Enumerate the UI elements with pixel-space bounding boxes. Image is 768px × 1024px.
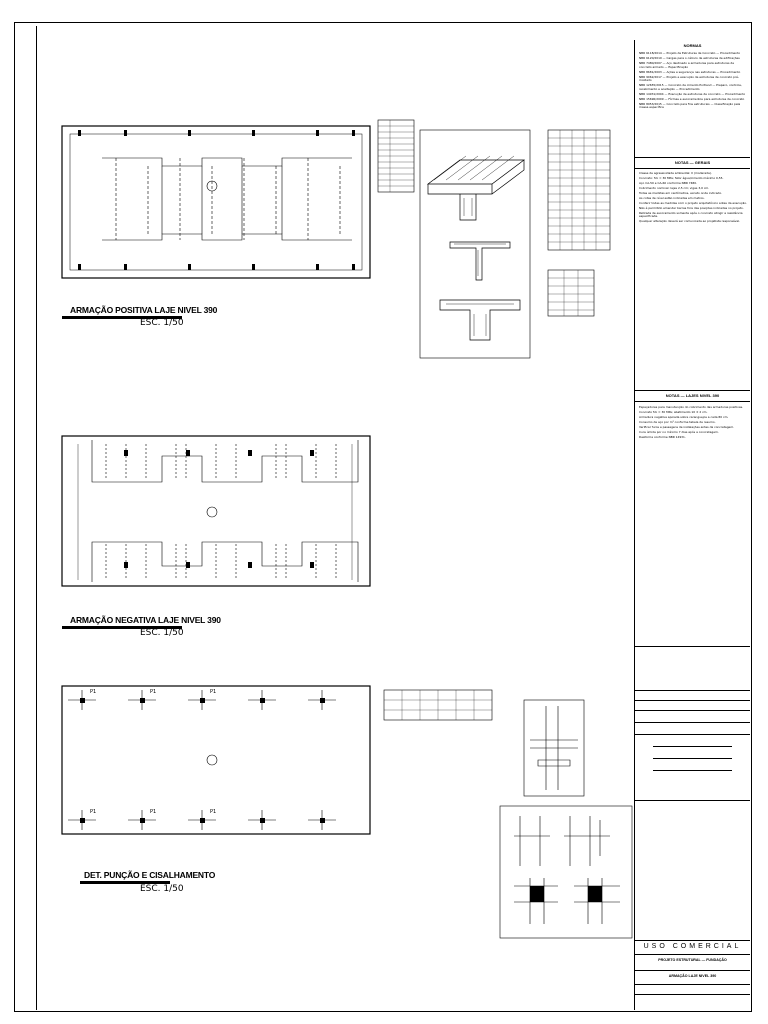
list-item: Classe de agressividade ambiental: II (m… <box>639 171 712 175</box>
negative-title: ARMAÇÃO NEGATIVA LAJE NIVEL 390 <box>70 615 221 625</box>
slab-notes-header: NOTAS — LAJES NIVEL 390 <box>665 393 720 398</box>
norms-list: NBR 6118/2014 — Projeto de Estruturas de… <box>639 51 747 111</box>
list-item: NBR 6120/2019 — Cargas para o cálculo de… <box>639 55 740 60</box>
divider <box>635 646 750 647</box>
punching-section-detail <box>523 699 585 797</box>
list-item: NBR 7480/2007 — Aço destinado a armadura… <box>639 60 734 69</box>
list-item: Qualquer alteração deverá ser comunicada… <box>639 219 740 224</box>
punching-title: DET. PUNÇÃO E CISALHAMENTO <box>84 870 216 880</box>
list-item: Verificar furos e passagens de instalaçõ… <box>639 424 735 429</box>
list-item: NBR 12655/2015 — Concreto de cimento Por… <box>639 83 742 91</box>
drawing-sheet-frame <box>14 22 752 1012</box>
side-notes-panel: NORMAS NBR 6118/2014 — Projeto de Estrut… <box>634 40 750 1010</box>
divider <box>635 710 750 711</box>
steel-summary-table <box>547 269 595 317</box>
list-item: NBR 8681/2003 — Ações e segurança nas es… <box>639 69 741 74</box>
divider <box>635 984 750 985</box>
divider <box>635 168 750 169</box>
divider <box>653 746 732 747</box>
pillar-label: P1 <box>150 809 157 815</box>
negative-slab-plan <box>61 435 371 587</box>
list-item: Retirada de escoramento somente após o c… <box>639 210 743 219</box>
positive-title-underline <box>62 316 182 319</box>
divider <box>635 954 750 955</box>
list-item: Consumo de aço por m² conforme tabela de… <box>639 419 716 424</box>
positive-slab-plan <box>61 125 371 279</box>
list-item: Aço CA-50 e CA-60 conforme NBR 7480. <box>639 180 698 185</box>
punching-scale: ESC. 1/50 <box>140 884 184 894</box>
divider <box>635 940 750 941</box>
list-item: As cotas de nível estão indicadas em met… <box>639 195 705 200</box>
list-item: NBR 8953/2015 — Concreto para fins estru… <box>639 101 741 110</box>
list-item: NBR 9062/2017 — Projeto e execução de es… <box>639 74 739 83</box>
divider <box>635 690 750 691</box>
shear-stud-detail <box>499 805 633 939</box>
negative-scale: ESC. 1/50 <box>140 628 184 638</box>
divider <box>653 770 732 771</box>
divider <box>635 401 750 402</box>
divider <box>635 994 750 995</box>
project-name: PROJETO ESTRUTURAL — FUNDAÇÃO <box>658 958 727 962</box>
list-item: Todas as medidas em centímetros, exceto … <box>639 190 722 195</box>
company-name: USO COMERCIAL <box>643 943 742 950</box>
list-item: Armadura negativa apoiada sobre carangue… <box>639 414 729 419</box>
pillar-label: P1 <box>210 809 217 815</box>
divider <box>635 970 750 971</box>
divider <box>635 700 750 701</box>
pillar-label: P1 <box>90 689 97 695</box>
divider <box>635 722 750 723</box>
list-item: Cobrimento nominal: lajes 2,5 cm; vigas … <box>639 185 710 190</box>
punching-title-underline <box>80 881 170 884</box>
list-item: Concreto fck = 30 MPa; abatimento 10 ± 2… <box>639 409 708 414</box>
divider <box>635 390 750 391</box>
list-item: Concreto: fck = 30 MPa; fator água/cimen… <box>639 175 724 180</box>
list-item: Cura úmida por no mínimo 7 dias após a c… <box>639 429 719 434</box>
list-item: NBR 6118/2014 — Projeto de Estruturas de… <box>639 51 741 55</box>
slab-notes-list: Espaçadores para manutenção do cobriment… <box>639 405 747 441</box>
list-item: Conferir todas as medidas com o projeto … <box>639 200 747 205</box>
general-notes-header: NOTAS — GERAIS <box>674 160 711 165</box>
general-notes-list: Classe de agressividade ambiental: II (m… <box>639 171 747 225</box>
pillar-label: P1 <box>150 689 157 695</box>
list-item: Não é permitido emendar barras fora das … <box>639 205 744 210</box>
rebar-summary-table <box>547 129 611 251</box>
pillar-label: P1 <box>90 809 97 815</box>
isometric-slab-detail <box>419 129 531 359</box>
drawing-area-border <box>36 26 751 1010</box>
divider <box>635 157 750 158</box>
norms-header: NORMAS <box>683 43 702 48</box>
punching-plan <box>61 685 371 835</box>
rebar-table-1 <box>377 119 415 193</box>
list-item: NBR 14931/2004 — Execução de estruturas … <box>639 91 746 96</box>
divider <box>653 758 732 759</box>
negative-title-underline <box>62 626 182 629</box>
positive-scale: ESC. 1/50 <box>140 318 184 328</box>
sheet-title: ARMAÇÃO LAJE NIVEL 390 <box>668 974 717 978</box>
list-item: Desforma conforme NBR 14931. <box>639 434 686 439</box>
divider <box>635 800 750 801</box>
list-item: NBR 15696/2009 — Fôrmas e escoramentos p… <box>639 96 745 101</box>
positive-title: ARMAÇÃO POSITIVA LAJE NIVEL 390 <box>70 305 218 315</box>
divider <box>635 734 750 735</box>
pillar-label: P1 <box>210 689 217 695</box>
punching-table <box>383 689 493 721</box>
list-item: Espaçadores para manutenção do cobriment… <box>639 405 744 409</box>
